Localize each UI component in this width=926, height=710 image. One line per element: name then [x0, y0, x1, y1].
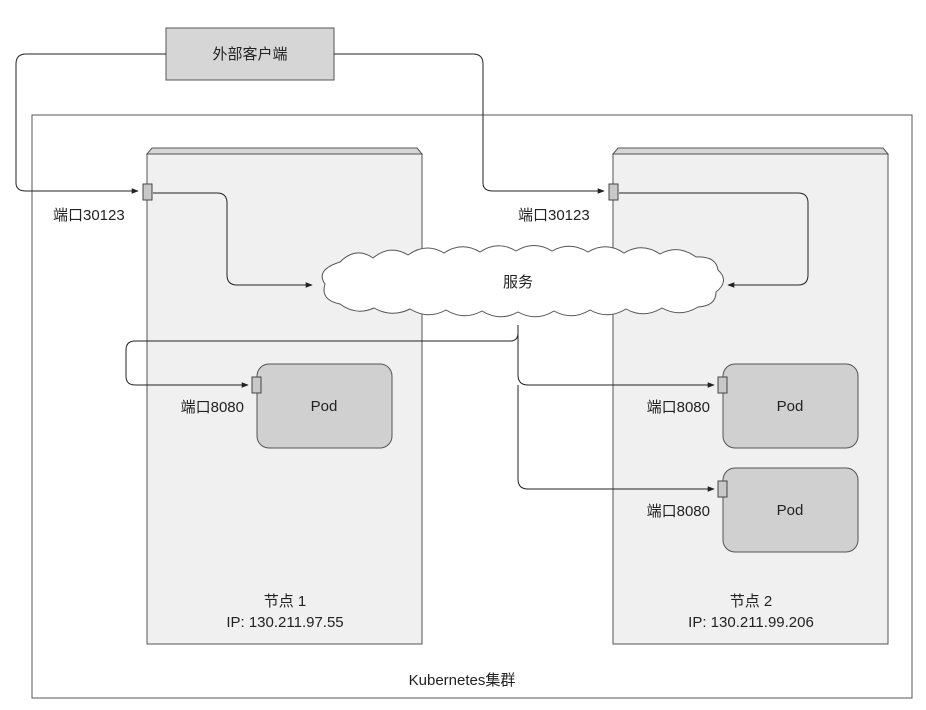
node-2-top-edge: [611, 147, 890, 155]
node-port-node1: [142, 183, 153, 201]
node-1-name: 节点 1: [264, 593, 307, 610]
pod-node1: [256, 363, 393, 449]
node2-port-to-service-arrow: [619, 192, 809, 288]
service-to-pod-node2-b-arrow: [517, 385, 715, 492]
node-port-node2: [608, 183, 619, 201]
pod-node2-a: [722, 363, 859, 449]
pod-port-node1: [251, 376, 262, 394]
client-to-node2-port-arrow: [334, 53, 605, 194]
pod-port-node2-a: [717, 376, 728, 394]
node1-port-to-service-arrow: [153, 192, 313, 288]
node-1-top-edge: [145, 147, 424, 155]
node-1-ip: IP: 130.211.97.55: [226, 614, 343, 631]
node-2-ip: IP: 130.211.99.206: [688, 614, 814, 631]
pod-port-node2-b: [717, 480, 728, 498]
pod-node2-b: [722, 467, 859, 553]
pod-node2-b-port-label: 端口8080: [647, 503, 710, 520]
node1-port-label: 端口30123: [53, 207, 125, 224]
service-cloud: 服务: [321, 245, 724, 318]
pod-node2-b-label: Pod: [777, 502, 804, 519]
node2-port-label: 端口30123: [518, 207, 590, 224]
service-cloud-shape: [321, 245, 724, 318]
service-label: 服务: [503, 274, 533, 291]
pod-node1-port-label: 端口8080: [181, 399, 244, 416]
cluster-label: Kubernetes集群: [409, 672, 516, 689]
client-to-node1-port-arrow: [15, 53, 166, 194]
node-2-name: 节点 2: [730, 593, 773, 610]
pod-node2-a-label: Pod: [777, 398, 804, 415]
pod-node1-label: Pod: [311, 398, 338, 415]
service-to-pod-node1-arrow: [125, 325, 519, 388]
service-to-pod-node2-a-arrow: [517, 325, 715, 388]
external-client-label: 外部客户端: [212, 46, 287, 63]
external-client-box: [165, 27, 335, 81]
pod-node2-a-port-label: 端口8080: [647, 399, 710, 416]
